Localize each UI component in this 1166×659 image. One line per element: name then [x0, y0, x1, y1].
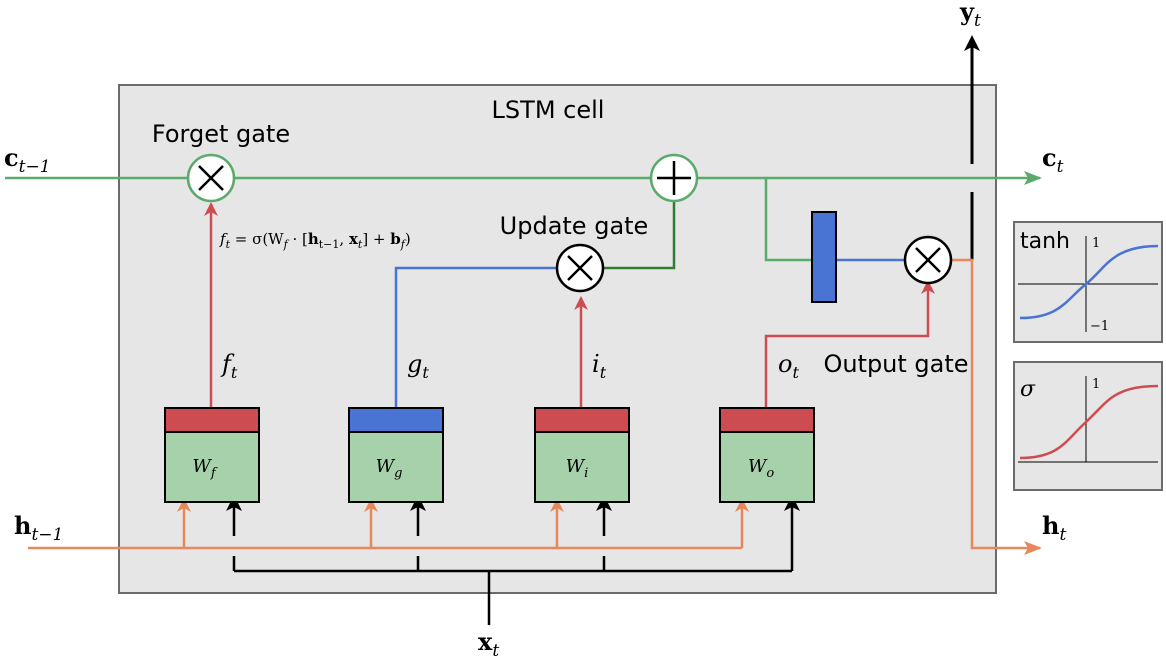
candidate-signal-line [394, 266, 556, 408]
signal-o: ot [778, 350, 799, 382]
output-gate-label: Output gate [823, 350, 968, 378]
update-gate-label: Update gate [500, 212, 649, 240]
tanh-panel: tanh 1 −1 [1013, 221, 1163, 343]
sigmoid-panel: σ 1 [1013, 361, 1163, 491]
add-node [649, 153, 699, 203]
tanh-name: tanh [1020, 229, 1070, 254]
forget-multiply-node [186, 153, 236, 203]
sigmoid-name: σ [1020, 377, 1036, 402]
update-multiply-node [555, 243, 605, 293]
weight-block-forget: Wf [164, 407, 260, 503]
label-x: xt [478, 627, 499, 659]
svg-text:Wg: Wg [376, 456, 403, 481]
tanh-block [811, 211, 837, 303]
weight-block-candidate: Wg [348, 407, 444, 503]
x-input-bus [226, 495, 800, 625]
label-y: yt [959, 0, 981, 31]
tanh-top-tick: 1 [1092, 236, 1100, 251]
signal-g: gt [407, 350, 429, 382]
forget-gate-label: Forget gate [152, 120, 290, 148]
output-signal-line [764, 280, 935, 408]
signal-i: it [592, 350, 607, 382]
output-multiply-node [903, 235, 953, 285]
cell-state-line [5, 171, 1042, 262]
svg-text:Wf: Wf [192, 456, 218, 481]
forget-gate-equation: ft = σ(Wf · [ht−1, xt] + bf) [219, 230, 411, 251]
h-prev-bus [28, 498, 749, 550]
weight-block-update: Wi [534, 407, 630, 503]
weight-block-output: Wo [719, 407, 815, 503]
label-h-next: ht [1042, 511, 1066, 545]
label-c-next: ct [1042, 143, 1064, 177]
svg-text:Wo: Wo [748, 456, 775, 481]
update-to-add-line [604, 201, 676, 270]
label-c-prev: ct−1 [4, 143, 51, 177]
tanh-bottom-tick: −1 [1090, 319, 1109, 334]
label-h-prev: ht−1 [14, 511, 63, 545]
sigmoid-top-tick: 1 [1092, 377, 1100, 392]
svg-text:Wi: Wi [566, 456, 589, 481]
lstm-cell-title: LSTM cell [492, 96, 605, 124]
h-output-line [952, 258, 1042, 555]
